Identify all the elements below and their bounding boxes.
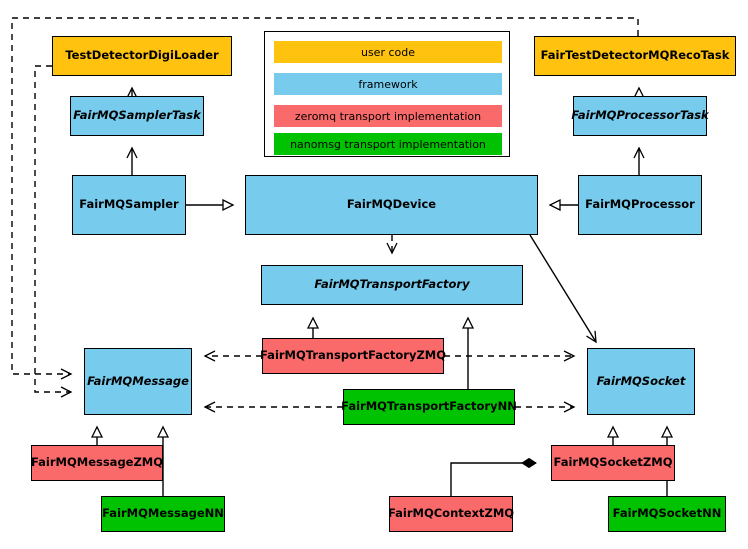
legend-row-nn: nanomsg transport implementation xyxy=(274,133,502,155)
class-node-FairMQSampler[interactable]: FairMQSampler xyxy=(72,175,186,235)
class-node-label: FairMQTransportFactoryZMQ xyxy=(260,348,447,363)
class-node-FairTestDetectorMQRecoTask[interactable]: FairTestDetectorMQRecoTask xyxy=(534,36,736,76)
class-node-FairMQSocketZMQ[interactable]: FairMQSocketZMQ xyxy=(551,445,675,481)
legend-row-usercode: user code xyxy=(274,41,502,63)
class-node-FairMQMessageZMQ[interactable]: FairMQMessageZMQ xyxy=(31,445,163,481)
class-node-FairMQTransportFactory[interactable]: FairMQTransportFactory xyxy=(261,265,523,305)
class-node-TestDetectorDigiLoader[interactable]: TestDetectorDigiLoader xyxy=(52,36,232,76)
class-node-FairMQProcessor[interactable]: FairMQProcessor xyxy=(578,175,702,235)
class-node-FairMQSamplerTask[interactable]: FairMQSamplerTask xyxy=(70,96,204,136)
legend-label-zmq: zeromq transport implementation xyxy=(294,109,482,123)
class-node-FairMQSocket[interactable]: FairMQSocket xyxy=(587,348,695,415)
class-node-label: FairMQProcessorTask xyxy=(571,108,709,123)
edge-digiloader-to-message xyxy=(34,65,73,398)
legend-row-framework: framework xyxy=(274,73,502,95)
class-node-label: FairMQMessage xyxy=(87,373,189,388)
class-node-label: FairMQMessageZMQ xyxy=(30,455,164,470)
class-node-FairMQMessageNN[interactable]: FairMQMessageNN xyxy=(101,496,225,532)
class-node-FairMQDevice[interactable]: FairMQDevice xyxy=(245,175,538,235)
class-node-label: FairMQSocketZMQ xyxy=(553,455,673,470)
class-node-label: FairMQContextZMQ xyxy=(387,506,515,521)
class-node-label: TestDetectorDigiLoader xyxy=(65,48,219,63)
edge-contextzmq-to-socketzmq xyxy=(450,457,537,496)
class-node-FairMQContextZMQ[interactable]: FairMQContextZMQ xyxy=(388,496,514,532)
class-node-label: FairMQSocketNN xyxy=(612,506,722,521)
class-node-label: FairTestDetectorMQRecoTask xyxy=(540,48,730,63)
class-node-FairMQMessage[interactable]: FairMQMessage xyxy=(84,348,192,415)
class-node-label: FairMQMessageNN xyxy=(102,506,224,521)
class-node-label: FairMQSamplerTask xyxy=(73,108,201,123)
class-node-label: FairMQDevice xyxy=(346,197,437,212)
edge-device-to-socket xyxy=(529,234,597,344)
legend-row-zmq: zeromq transport implementation xyxy=(274,105,502,127)
class-node-label: FairMQProcessor xyxy=(585,197,695,212)
class-node-label: FairMQTransportFactoryNN xyxy=(341,399,517,414)
legend-panel: user code framework zeromq transport imp… xyxy=(264,31,510,157)
class-node-label: FairMQSocket xyxy=(596,373,686,388)
legend-label-usercode: user code xyxy=(360,45,416,59)
legend-label-framework: framework xyxy=(358,77,418,91)
class-node-FairMQTransportFactoryZMQ[interactable]: FairMQTransportFactoryZMQ xyxy=(260,338,446,374)
class-node-FairMQTransportFactoryNN[interactable]: FairMQTransportFactoryNN xyxy=(341,389,517,425)
class-node-label: FairMQSampler xyxy=(79,197,179,212)
class-node-FairMQSocketNN[interactable]: FairMQSocketNN xyxy=(608,496,726,532)
class-node-FairMQProcessorTask[interactable]: FairMQProcessorTask xyxy=(571,96,709,136)
class-node-label: FairMQTransportFactory xyxy=(314,277,470,292)
legend-label-nn: nanomsg transport implementation xyxy=(290,137,486,151)
